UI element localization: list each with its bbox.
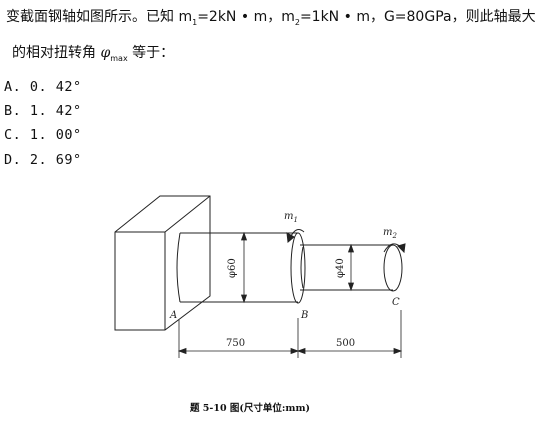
diameter-label-40: φ40 (335, 258, 346, 278)
question-line-1: 变截面钢轴如图所示。已知 m1=2kN • m，m2=1kN • m，G=80G… (6, 6, 536, 27)
phi-symbol: φ (100, 45, 111, 61)
diameter-label-60: φ60 (227, 258, 238, 278)
diameter-dimensions (240, 231, 355, 304)
question-line-2: 的相对扭转角 φmax 等于： (12, 42, 174, 63)
label-b: B (300, 310, 308, 321)
label-a: A (169, 310, 177, 321)
question-text: 变截面钢轴如图所示。已知 m (6, 9, 193, 25)
dimension-750: 750 (226, 338, 245, 349)
option-a[interactable]: A. 0. 42° (4, 79, 82, 95)
shaft-segment-large (176, 232, 306, 304)
phi-subscript: max (110, 53, 128, 63)
length-dimensions (177, 310, 403, 358)
option-b[interactable]: B. 1. 42° (4, 103, 82, 119)
question-text: 的相对扭转角 (12, 45, 101, 61)
label-c: C (392, 297, 400, 308)
fixed-wall (114, 195, 211, 331)
torque-m2-arrow (383, 243, 406, 254)
torque-m1-arrow (286, 229, 305, 243)
question-text: 等于： (127, 45, 175, 61)
figure-caption: 题 5-10 图(尺寸单位:mm) (190, 403, 310, 414)
option-c[interactable]: C. 1. 00° (4, 127, 82, 143)
m1-subscript: 1 (192, 17, 198, 27)
shaft-figure: A B C m1 m2 φ60 φ40 750 500 (114, 195, 406, 358)
shaft-segment-small (300, 244, 403, 292)
option-d[interactable]: D. 2. 69° (4, 152, 82, 168)
dimension-500: 500 (336, 338, 355, 349)
label-m1: m1 (284, 211, 298, 224)
m2-subscript: 2 (294, 17, 300, 27)
label-m2: m2 (383, 227, 397, 240)
question-text: =1kN • m，G=80GPa，则此轴最大 (299, 9, 536, 25)
question-text: =2kN • m，m (197, 9, 295, 25)
